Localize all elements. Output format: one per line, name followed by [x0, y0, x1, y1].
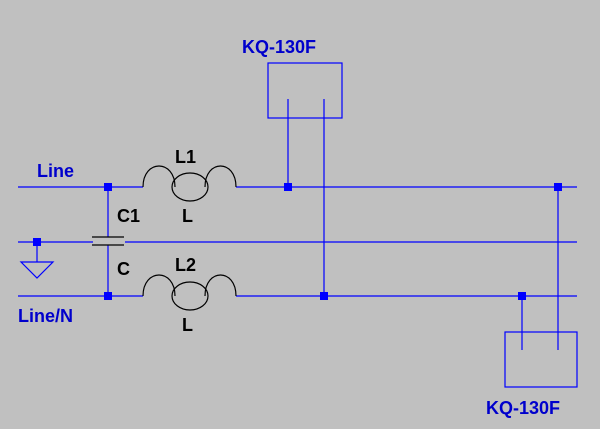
- kq130f-module-bottom: [504, 187, 578, 388]
- net-label-line: Line: [37, 161, 74, 181]
- module-top-label: KQ-130F: [242, 37, 316, 57]
- capacitor-name: C1: [117, 206, 140, 226]
- inductor-l1-value: L: [182, 206, 193, 226]
- junction-node: [518, 292, 526, 300]
- ground-icon: [19, 242, 55, 279]
- inductor-l1: [142, 165, 237, 202]
- junction-node: [104, 183, 112, 191]
- junction-node: [554, 183, 562, 191]
- junction-nodes: [33, 183, 562, 300]
- capacitor-c1: [92, 187, 124, 296]
- module-bottom-label: KQ-130F: [486, 398, 560, 418]
- junction-node: [320, 292, 328, 300]
- inductor-l2: [142, 274, 237, 311]
- inductor-l2-name: L2: [175, 255, 196, 275]
- kq130f-module-top: [267, 62, 343, 296]
- net-label-line-n: Line/N: [18, 306, 73, 326]
- inductor-l1-name: L1: [175, 147, 196, 167]
- inductor-l2-value: L: [182, 315, 193, 335]
- junction-node: [284, 183, 292, 191]
- junction-node: [33, 238, 41, 246]
- capacitor-value: C: [117, 259, 130, 279]
- junction-node: [104, 292, 112, 300]
